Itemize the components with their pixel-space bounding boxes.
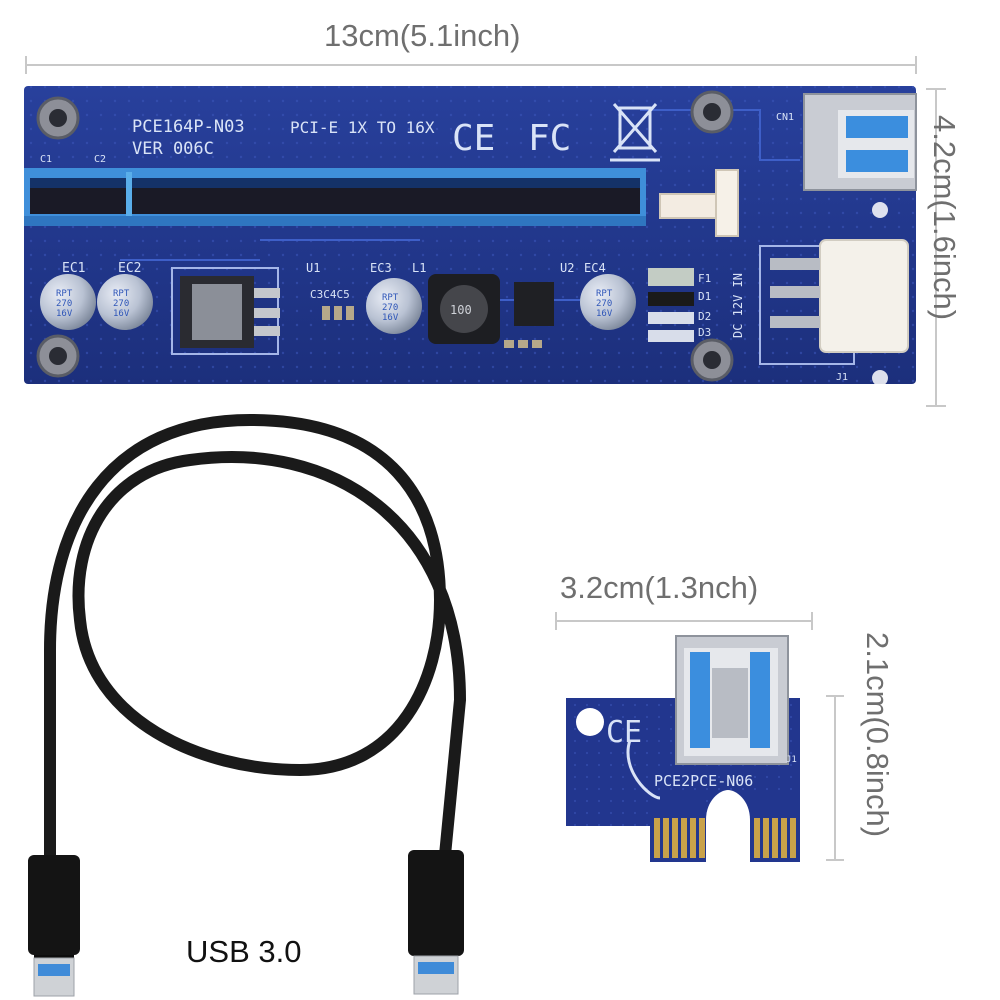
buck-controller-chip: [514, 282, 554, 326]
adapter-width-tick-left: [555, 612, 557, 630]
adapter-height-line: [834, 695, 836, 860]
adapter-width-label: 3.2cm(1.3nch): [560, 570, 759, 605]
pcie-x16-slot: [24, 168, 646, 226]
electrolytic-capacitor: [40, 274, 636, 334]
label-d1: D1: [698, 290, 711, 303]
cable-wire: [44, 413, 467, 861]
svg-text:270: 270: [113, 299, 129, 309]
adapter-width-tick-right: [811, 612, 813, 630]
svg-text:RPT: RPT: [56, 289, 73, 299]
label-l1: L1: [412, 261, 426, 275]
adapter-usb3-socket: [675, 635, 789, 765]
slot-latch: [659, 193, 721, 219]
riser-width-tick-right: [915, 56, 917, 74]
riser-board: PCE164P-N03 VER 006C PCI-E 1X TO 16X CE …: [24, 86, 917, 386]
svg-text:RPT: RPT: [113, 289, 130, 299]
riser-width-label: 13cm(5.1inch): [324, 18, 521, 53]
label-j1: J1: [836, 372, 848, 383]
label-ec2: EC2: [118, 261, 141, 276]
label-d3: D3: [698, 326, 711, 339]
label-c2: C2: [94, 154, 106, 165]
voltage-regulator-chip: [171, 267, 280, 355]
riser-power-label: DC 12V IN: [731, 273, 745, 338]
usb3-socket: [803, 93, 917, 191]
diode: [648, 292, 694, 306]
svg-text:16V: 16V: [113, 309, 130, 319]
svg-text:16V: 16V: [56, 309, 73, 319]
label-ec4: EC4: [584, 261, 606, 275]
adapter-model-label: PCE2PCE-N06: [654, 772, 753, 790]
riser-fcc-mark: FC: [528, 118, 571, 159]
svg-text:RPT: RPT: [382, 293, 399, 303]
molex-power-connector: [759, 239, 909, 365]
label-u2: U2: [560, 261, 574, 275]
fuse: [648, 268, 694, 286]
usb3-cable: [28, 413, 467, 997]
svg-text:270: 270: [382, 303, 398, 313]
riser-height-tick-bottom: [926, 405, 946, 407]
label-ec3: EC3: [370, 261, 392, 275]
gold-fingers: [654, 818, 796, 858]
adapter-height-label: 2.1cm(0.8inch): [860, 632, 895, 838]
label-f1: F1: [698, 272, 711, 285]
usb-plug-left: [28, 855, 80, 997]
adapter-mounting-hole: [576, 708, 604, 736]
svg-text:100: 100: [450, 303, 472, 317]
svg-text:16V: 16V: [382, 313, 399, 323]
svg-text:RPT: RPT: [596, 289, 613, 299]
adapter-j1-label: J1: [786, 755, 797, 765]
svg-text:270: 270: [56, 299, 72, 309]
riser-interface-label: PCI-E 1X TO 16X: [290, 118, 435, 137]
label-c1: C1: [40, 154, 52, 165]
cable-caption: USB 3.0: [186, 934, 302, 969]
power-inductor: 100: [428, 274, 500, 344]
riser-version-label: VER 006C: [132, 139, 214, 159]
label-c3c4c5: C3C4C5: [310, 288, 350, 301]
weee-bin-icon: [610, 103, 660, 162]
svg-text:270: 270: [596, 299, 612, 309]
usb-plug-right: [408, 850, 464, 995]
label-d2: D2: [698, 310, 711, 323]
adapter-width-line: [556, 620, 812, 622]
label-cn1: CN1: [776, 112, 794, 123]
label-u1: U1: [306, 261, 320, 275]
svg-text:16V: 16V: [596, 309, 613, 319]
riser-height-line: [935, 88, 937, 406]
adapter-height-tick-top: [826, 695, 844, 697]
riser-width-line: [26, 64, 916, 66]
adapter-height-tick-bottom: [826, 859, 844, 861]
adapter-ce-mark: CE: [606, 715, 642, 750]
label-ec1: EC1: [62, 261, 85, 276]
riser-model-label: PCE164P-N03: [132, 117, 245, 137]
adapter-board: CE J1 PCE2PCE-N06: [566, 635, 800, 862]
riser-width-tick-left: [25, 56, 27, 74]
riser-height-tick-top: [926, 88, 946, 90]
riser-ce-mark: CE: [452, 118, 495, 159]
